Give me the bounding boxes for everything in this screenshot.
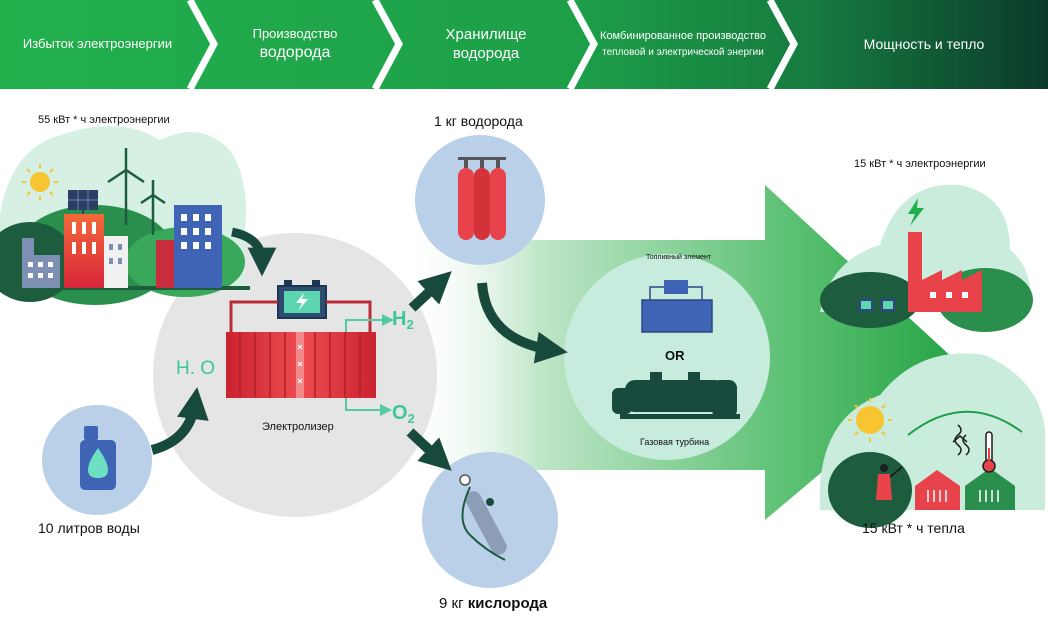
battery-icon xyxy=(277,280,327,319)
o2-label: O2 xyxy=(392,402,415,426)
hydrogen-amount-label: 1 кг водорода xyxy=(434,113,523,129)
small-battery-icon xyxy=(858,298,896,312)
water-canister-icon xyxy=(80,426,116,490)
electrolyzer-label: Электролизер xyxy=(262,421,334,433)
gas-turbine-label: Газовая турбина xyxy=(640,437,710,447)
input-electricity-label: 55 кВт * ч электроэнергии xyxy=(38,114,170,126)
building xyxy=(22,255,60,288)
building xyxy=(104,236,128,288)
header-step-line2: водорода xyxy=(452,44,520,62)
arrow-water-to-electrolyzer xyxy=(150,387,209,455)
heat-scene xyxy=(819,353,1045,528)
h2-pipe xyxy=(345,314,394,332)
water-amount-label: 10 литров воды xyxy=(38,520,140,536)
h2-subscript: 2 xyxy=(406,317,414,332)
lightning-icon xyxy=(908,198,924,226)
person-icon xyxy=(876,464,903,500)
electrolyzer-icon xyxy=(226,332,376,398)
header-step-chp: Комбинированное производство тепловой и … xyxy=(592,0,774,89)
h2-label: H2 xyxy=(392,308,414,332)
header-step-production: Производство водорода xyxy=(210,0,380,89)
sun-icon xyxy=(22,164,58,200)
output-electricity-label: 15 кВт * ч электроэнергии xyxy=(854,158,986,170)
oxygen-amount-number: 9 кг xyxy=(439,595,464,612)
fuel-cell-icon xyxy=(641,280,713,333)
header-step-storage: Хранилище водорода xyxy=(398,0,574,89)
arrow-city-to-battery xyxy=(230,227,277,277)
header-step-line2: тепловой и электрической энергии xyxy=(602,46,764,58)
header-step-output: Мощность и тепло xyxy=(800,0,1048,89)
renewable-city-scene xyxy=(0,126,250,305)
heat-output-label: 15 кВт * ч тепла xyxy=(862,520,965,536)
o2-symbol: O xyxy=(392,402,408,424)
sun-icon xyxy=(848,398,892,442)
oxygen-amount-word: кислорода xyxy=(467,595,548,612)
thermometer-icon xyxy=(982,431,996,473)
building xyxy=(156,240,174,288)
power-plant-scene xyxy=(820,184,1033,332)
o2-pipe xyxy=(345,398,392,416)
o2-subscript: 2 xyxy=(407,411,415,426)
house-icon xyxy=(965,468,1015,510)
arrow-h2-to-storage xyxy=(408,271,452,312)
oxygen-tank-icon xyxy=(459,474,507,561)
heat-waves-icon xyxy=(952,424,970,456)
solar-panel-icon xyxy=(68,190,98,216)
hydrogen-process-diagram xyxy=(0,126,1045,588)
factory-icon xyxy=(908,232,922,312)
header-step-surplus: Избыток электроэнергии xyxy=(0,0,195,89)
house-icon xyxy=(915,470,960,510)
header-background xyxy=(0,0,1048,89)
gas-cylinders-icon xyxy=(458,157,506,240)
fuel-cell-label: Топливный элемент xyxy=(646,254,712,261)
or-label: OR xyxy=(665,348,685,363)
header-step-line2: водорода xyxy=(259,43,331,61)
gas-turbine-icon xyxy=(612,372,740,419)
wind-turbine-icon xyxy=(107,148,166,235)
header-step-line1: Производство xyxy=(252,26,338,42)
oxygen-amount-label: 9 кг кислорода xyxy=(439,595,547,612)
arrow-storage-to-chp xyxy=(477,282,568,364)
header-step-label: Избыток электроэнергии xyxy=(22,36,173,52)
water-formula-label: H. O xyxy=(176,358,216,379)
arrow-o2-to-oxygen xyxy=(406,428,452,471)
h2-symbol: H xyxy=(392,308,407,330)
header-step-label: Мощность и тепло xyxy=(863,35,985,52)
header-step-line1: Комбинированное производство xyxy=(600,29,766,42)
process-header: Избыток электроэнергии Производство водо… xyxy=(0,0,1048,89)
header-step-line1: Хранилище xyxy=(445,25,527,43)
